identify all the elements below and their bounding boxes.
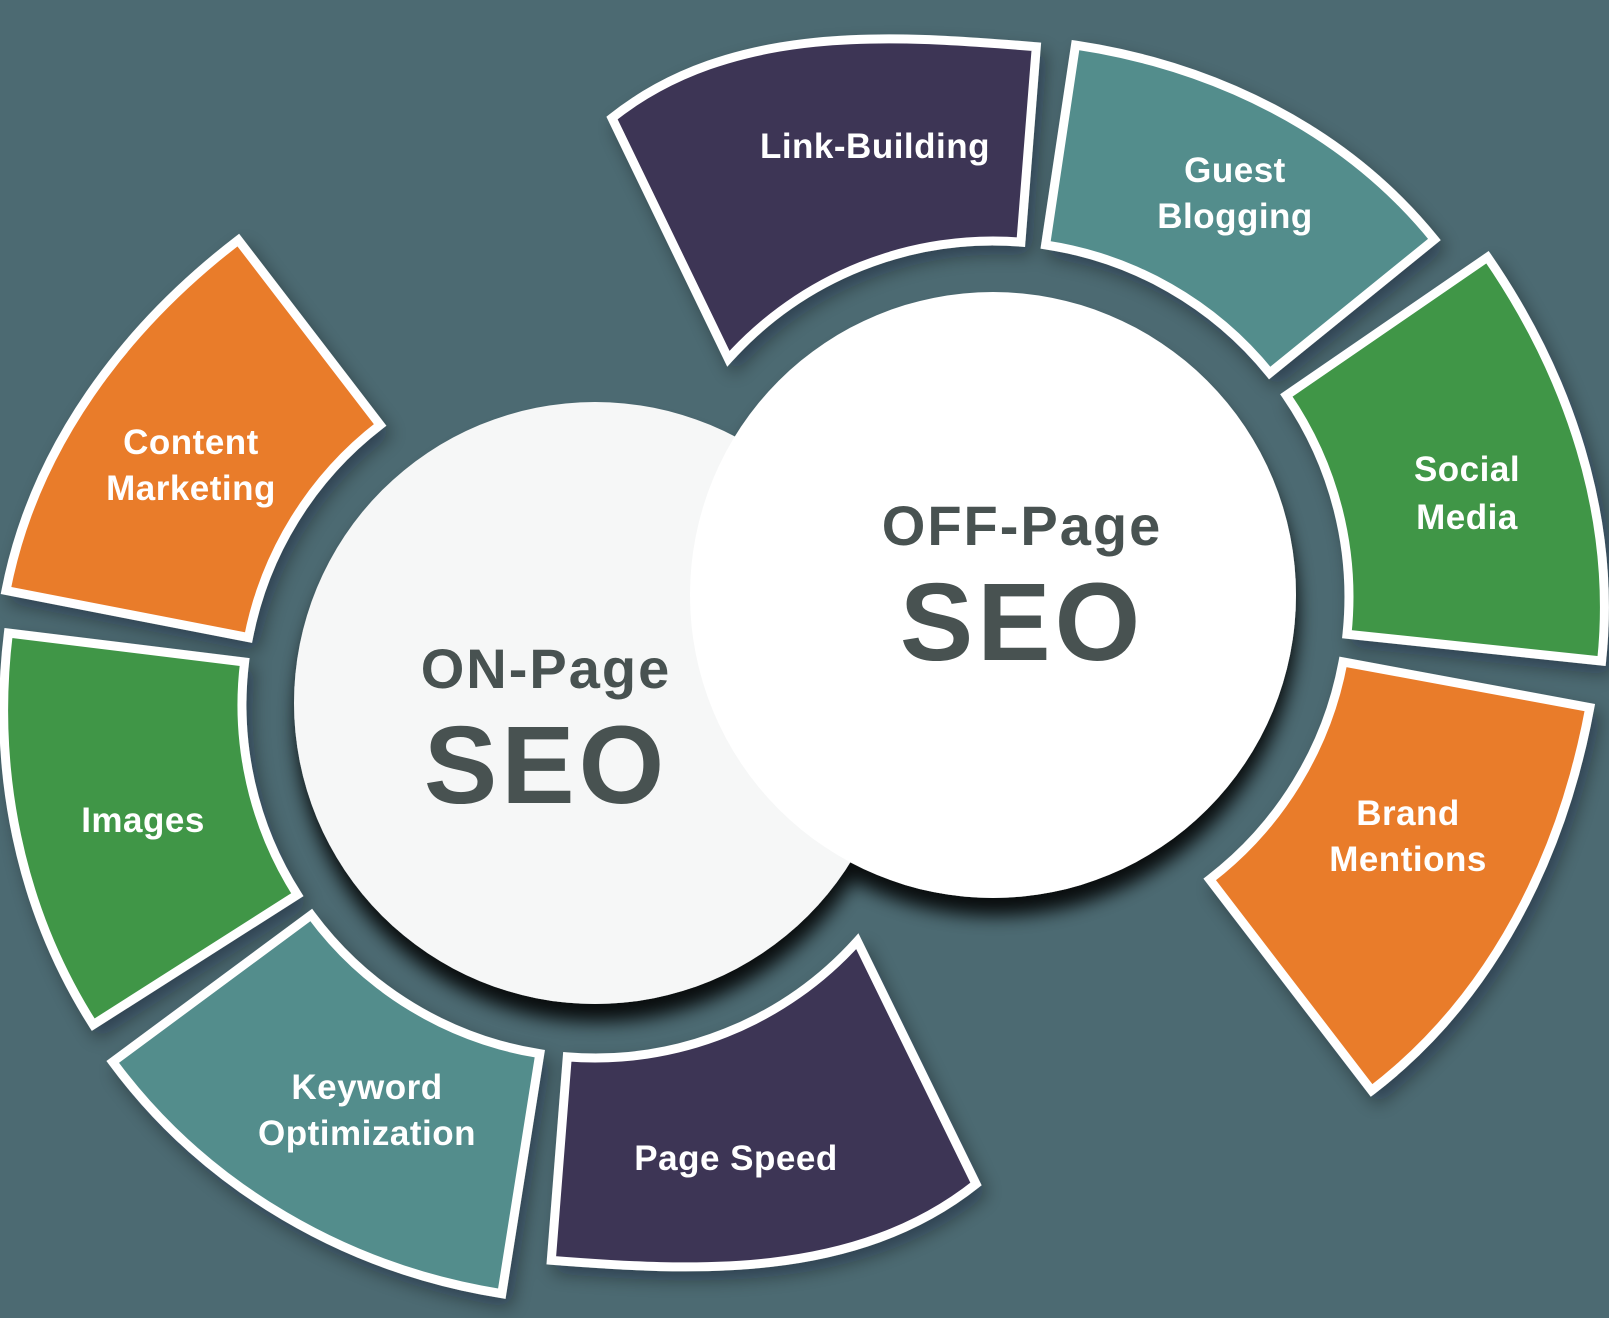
segment-guest-blogging (1040, 39, 1441, 380)
circles-group (294, 292, 1296, 1004)
label-brand-mentions-line2: Mentions (1329, 840, 1487, 879)
label-images-line1: Images (81, 801, 205, 840)
on-page-title: ON-Page (421, 637, 672, 700)
label-page-speed-line1: Page Speed (634, 1139, 837, 1178)
label-images: Images (81, 801, 205, 840)
label-guest-blogging-line1: Guest (1184, 151, 1286, 190)
label-keyword-optimization-line2: Optimization (258, 1114, 476, 1153)
segment-social-media (1280, 250, 1609, 666)
label-brand-mentions-line1: Brand (1356, 794, 1460, 833)
circle-titles: ON-Page SEO OFF-Page SEO (421, 494, 1162, 827)
on-page-seo: SEO (424, 704, 668, 827)
label-social-media-line1: Social (1414, 450, 1520, 489)
off-page-circle (690, 292, 1296, 898)
label-link-building: Link-Building (760, 127, 990, 166)
off-page-ring (606, 34, 1609, 1097)
on-page-ring (0, 233, 982, 1299)
segment-content-marketing (0, 233, 387, 643)
segment-brand-mentions (1203, 656, 1596, 1097)
segment-page-speed (546, 933, 982, 1272)
label-guest-blogging-line2: Blogging (1157, 197, 1313, 236)
segment-keyword-optimization (106, 908, 545, 1299)
label-keyword-optimization-line1: Keyword (291, 1068, 442, 1107)
label-content-marketing-line2: Marketing (106, 469, 276, 508)
label-link-building-line1: Link-Building (760, 127, 990, 166)
segment-link-building (606, 34, 1042, 367)
segment-images (0, 627, 304, 1031)
off-page-seo: SEO (900, 561, 1144, 684)
label-page-speed: Page Speed (634, 1139, 837, 1178)
label-social-media-line2: Media (1416, 498, 1518, 537)
label-content-marketing-line1: Content (123, 423, 259, 462)
off-page-title: OFF-Page (882, 494, 1162, 557)
